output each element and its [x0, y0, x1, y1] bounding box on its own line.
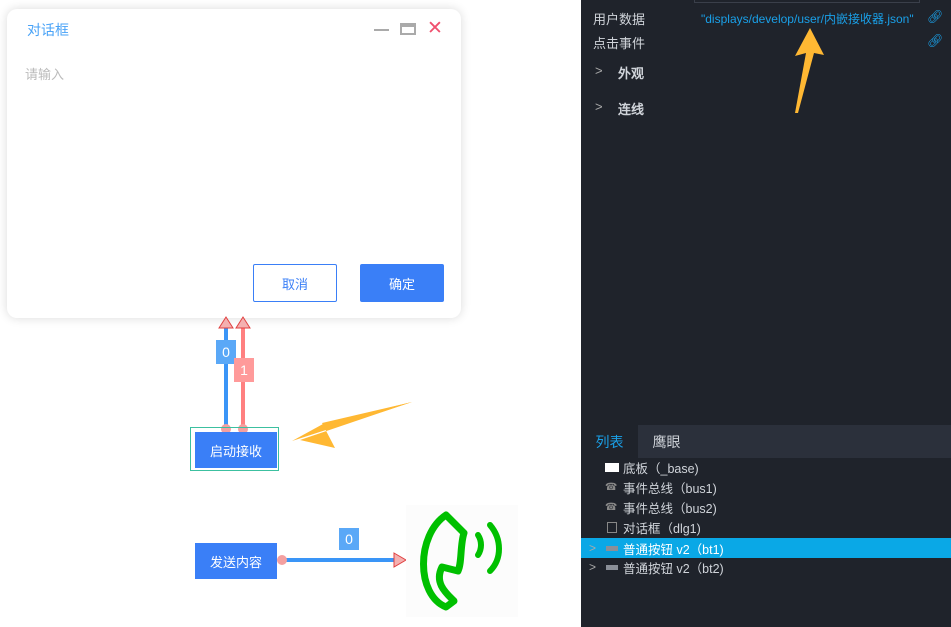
click-event-label: 点击事件: [593, 36, 646, 51]
tab-bar: 列表 鹰眼: [581, 425, 951, 458]
tree-item[interactable]: ☎ 事件总线（bus1): [581, 477, 951, 497]
dialog-title: 对话框: [27, 22, 69, 38]
tree-item-label: 底板（_base): [623, 461, 699, 476]
arrow-annotation: [795, 28, 824, 113]
wire-label: 0: [339, 528, 359, 550]
tree-item-label: 事件总线（bus2): [623, 501, 717, 516]
start-receive-button[interactable]: 启动接收: [195, 432, 277, 468]
arrow-annotation: [292, 402, 412, 441]
wire-label: 1: [234, 358, 254, 382]
chevron-right-icon[interactable]: >: [595, 63, 603, 78]
section-appearance[interactable]: 外观: [618, 66, 645, 81]
tree-item-label: 普通按钮 v2（bt2): [623, 561, 724, 576]
button-icon: [606, 545, 618, 551]
dialog-icon: [607, 521, 617, 533]
tree-item-label: 普通按钮 v2（bt1): [623, 542, 724, 557]
wire-arrow: [393, 552, 407, 568]
wire-label: 0: [216, 340, 236, 364]
bus-icon: ☎: [605, 501, 618, 513]
maximize-icon[interactable]: [400, 23, 416, 35]
link-icon[interactable]: 🔗︎: [927, 33, 944, 48]
wire-port: [277, 555, 287, 565]
wire-arrow: [218, 316, 234, 329]
ok-button[interactable]: 确定: [360, 264, 444, 302]
tree-item[interactable]: ☎ 事件总线（bus2): [581, 497, 951, 517]
wire-port: [221, 424, 231, 434]
tree-item[interactable]: > 普通按钮 v2（bt1): [581, 538, 951, 558]
tab-list[interactable]: 列表: [581, 425, 638, 458]
dialog: 对话框 ✕ 请输入 取消 确定: [7, 9, 461, 318]
selection-box: [190, 427, 279, 471]
cancel-button[interactable]: 取消: [253, 264, 337, 302]
link-icon[interactable]: 🔗︎: [927, 9, 944, 24]
wire-port: [238, 424, 248, 434]
phone-icon[interactable]: [406, 505, 518, 617]
minimize-icon[interactable]: [374, 29, 389, 31]
dialog-input[interactable]: 请输入: [25, 67, 65, 82]
user-data-value[interactable]: "displays/develop/user/内嵌接收器.json": [701, 12, 914, 26]
tree-item[interactable]: 底板（_base): [581, 457, 951, 477]
user-data-label: 用户数据: [593, 12, 646, 27]
tree-item-label: 事件总线（bus1): [623, 481, 717, 496]
base-icon: [605, 462, 619, 472]
button-icon: [606, 564, 618, 570]
chevron-right-icon[interactable]: >: [589, 541, 597, 555]
arrow-annotation: [300, 402, 412, 448]
section-wiring[interactable]: 连线: [618, 102, 645, 117]
wire-arrow: [235, 316, 251, 329]
tree-item[interactable]: > 普通按钮 v2（bt2): [581, 557, 951, 577]
bus-icon: ☎: [605, 481, 618, 493]
tab-eagle-eye[interactable]: 鹰眼: [652, 433, 681, 450]
chevron-right-icon[interactable]: >: [589, 560, 597, 574]
tree-item-label: 对话框（dlg1): [623, 521, 701, 536]
send-content-button[interactable]: 发送内容: [195, 543, 277, 579]
close-icon[interactable]: ✕: [427, 18, 443, 39]
input-box[interactable]: [694, 0, 920, 3]
property-panel: 用户数据 "displays/develop/user/内嵌接收器.json" …: [581, 0, 951, 627]
tree-item[interactable]: 对话框（dlg1): [581, 517, 951, 537]
chevron-right-icon[interactable]: >: [595, 99, 603, 114]
